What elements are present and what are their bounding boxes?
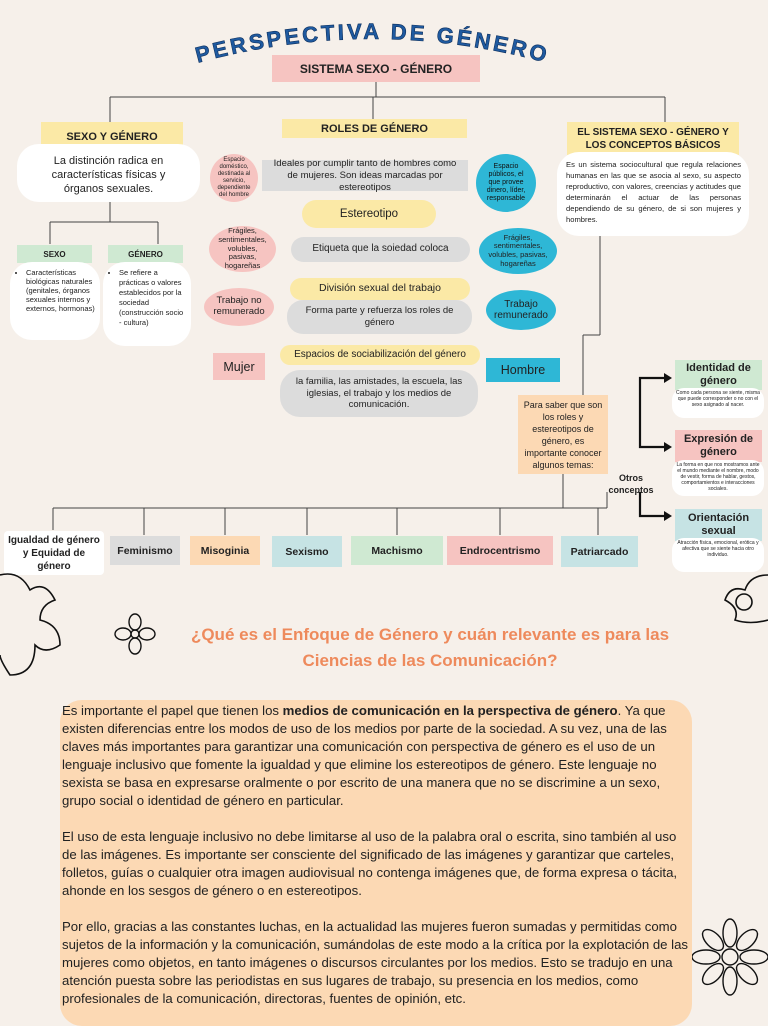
roles-heading: ROLES DE GÉNERO	[282, 119, 467, 138]
tema-misoginia: Misoginia	[190, 536, 260, 565]
mujer-rol-2: Frágiles, sentimentales, volubles, pasiv…	[209, 226, 276, 272]
sexo-label: SEXO	[17, 245, 92, 263]
espacios-label: Espacios de sociabilización del género	[280, 345, 480, 365]
division-label: División sexual del trabajo	[290, 278, 470, 300]
enfoque-question: ¿Qué es el Enfoque de Género y cuán rele…	[190, 625, 670, 670]
sexo-genero-description: La distinción radica en características …	[17, 144, 200, 202]
genero-description: Se refiere a prácticas o valores estable…	[119, 268, 187, 328]
mujer-rol-1: Espacio doméstico, destinada al servicio…	[210, 154, 258, 202]
expresion-genero-description: La forma en que nos mostramos ante el mu…	[672, 460, 764, 496]
paragraph-3: Por ello, gracias a las constantes lucha…	[62, 919, 689, 1006]
sistema-basicos-description: Es un sistema sociocultural que regula r…	[557, 152, 749, 236]
sexo-description-box: Características biológicas naturales (ge…	[10, 262, 100, 340]
tema-patriarcado: Patriarcado	[561, 536, 638, 567]
paragraph-1: Es importante el papel que tienen los me…	[62, 702, 690, 810]
mujer-label: Mujer	[213, 353, 265, 380]
sistema-sexo-genero-header: SISTEMA SEXO - GÉNERO	[272, 55, 480, 82]
sistema-basicos-heading: EL SISTEMA SEXO - GÉNERO Y LOS CONCEPTOS…	[567, 122, 739, 155]
flower-decoration-icon	[0, 573, 61, 676]
orientacion-sexual-label: Orientación sexual	[675, 509, 762, 541]
trabajo-remunerado: Trabajo remunerado	[486, 290, 556, 330]
estereotipo-label: Estereotipo	[302, 200, 436, 228]
identidad-genero-label: Identidad de género	[675, 360, 762, 390]
paragraph-1-bold: medios de comunicación en la perspectiva…	[282, 703, 618, 718]
hombre-rol-2: Frágiles, sentimentales, volubles, pasiv…	[479, 228, 557, 274]
otros-conceptos-label: Otros conceptos	[608, 473, 654, 495]
para-saber-note: Para saber que son los roles y estereoti…	[518, 395, 608, 474]
paragraph-1-start: Es importante el papel que tienen los	[62, 703, 283, 718]
body-text-box: Es importante el papel que tienen los me…	[60, 700, 692, 1026]
roles-definition: Ideales por cumplir tanto de hombres com…	[262, 158, 468, 193]
page-title-graphic: PERSPECTIVA DE GÉNERO	[192, 20, 549, 68]
tema-feminismo: Feminismo	[110, 536, 180, 565]
division-definition: Forma parte y refuerza los roles de géne…	[287, 300, 472, 334]
small-flower-icon	[114, 613, 156, 655]
tema-igualdad: Igualdad de género y Equidad de género	[4, 531, 104, 575]
paragraph-1-end: . Ya que existen diferencias entre los m…	[62, 703, 667, 808]
daisy-flower-icon	[691, 918, 768, 996]
hombre-rol-1: Espacio públicos, el que provee dinero, …	[476, 154, 536, 212]
expresion-genero-label: Expresión de género	[675, 430, 762, 462]
identidad-genero-description: Como cada persona se siente, misma que p…	[672, 388, 764, 418]
tema-endrocentrismo: Endrocentrismo	[447, 536, 553, 565]
genero-description-box: Se refiere a prácticas o valores estable…	[103, 262, 191, 346]
hombre-label: Hombre	[486, 358, 560, 382]
tema-sexismo: Sexismo	[272, 536, 342, 567]
espacios-definition: la familia, las amistades, la escuela, l…	[280, 370, 478, 417]
genero-label: GÉNERO	[108, 245, 183, 263]
flower-top-right-icon	[724, 574, 768, 624]
orientacion-sexual-description: Atracción física, emocional, erótica y a…	[672, 538, 764, 572]
tema-machismo: Machismo	[351, 536, 443, 565]
estereotipo-definition: Etiqueta que la soiedad coloca	[291, 237, 470, 262]
trabajo-no-remunerado: Trabajo no remunerado	[204, 288, 274, 326]
paragraph-2: El uso de esta lenguaje inclusivo no deb…	[62, 829, 678, 898]
sexo-description: Características biológicas naturales (ge…	[26, 268, 96, 313]
